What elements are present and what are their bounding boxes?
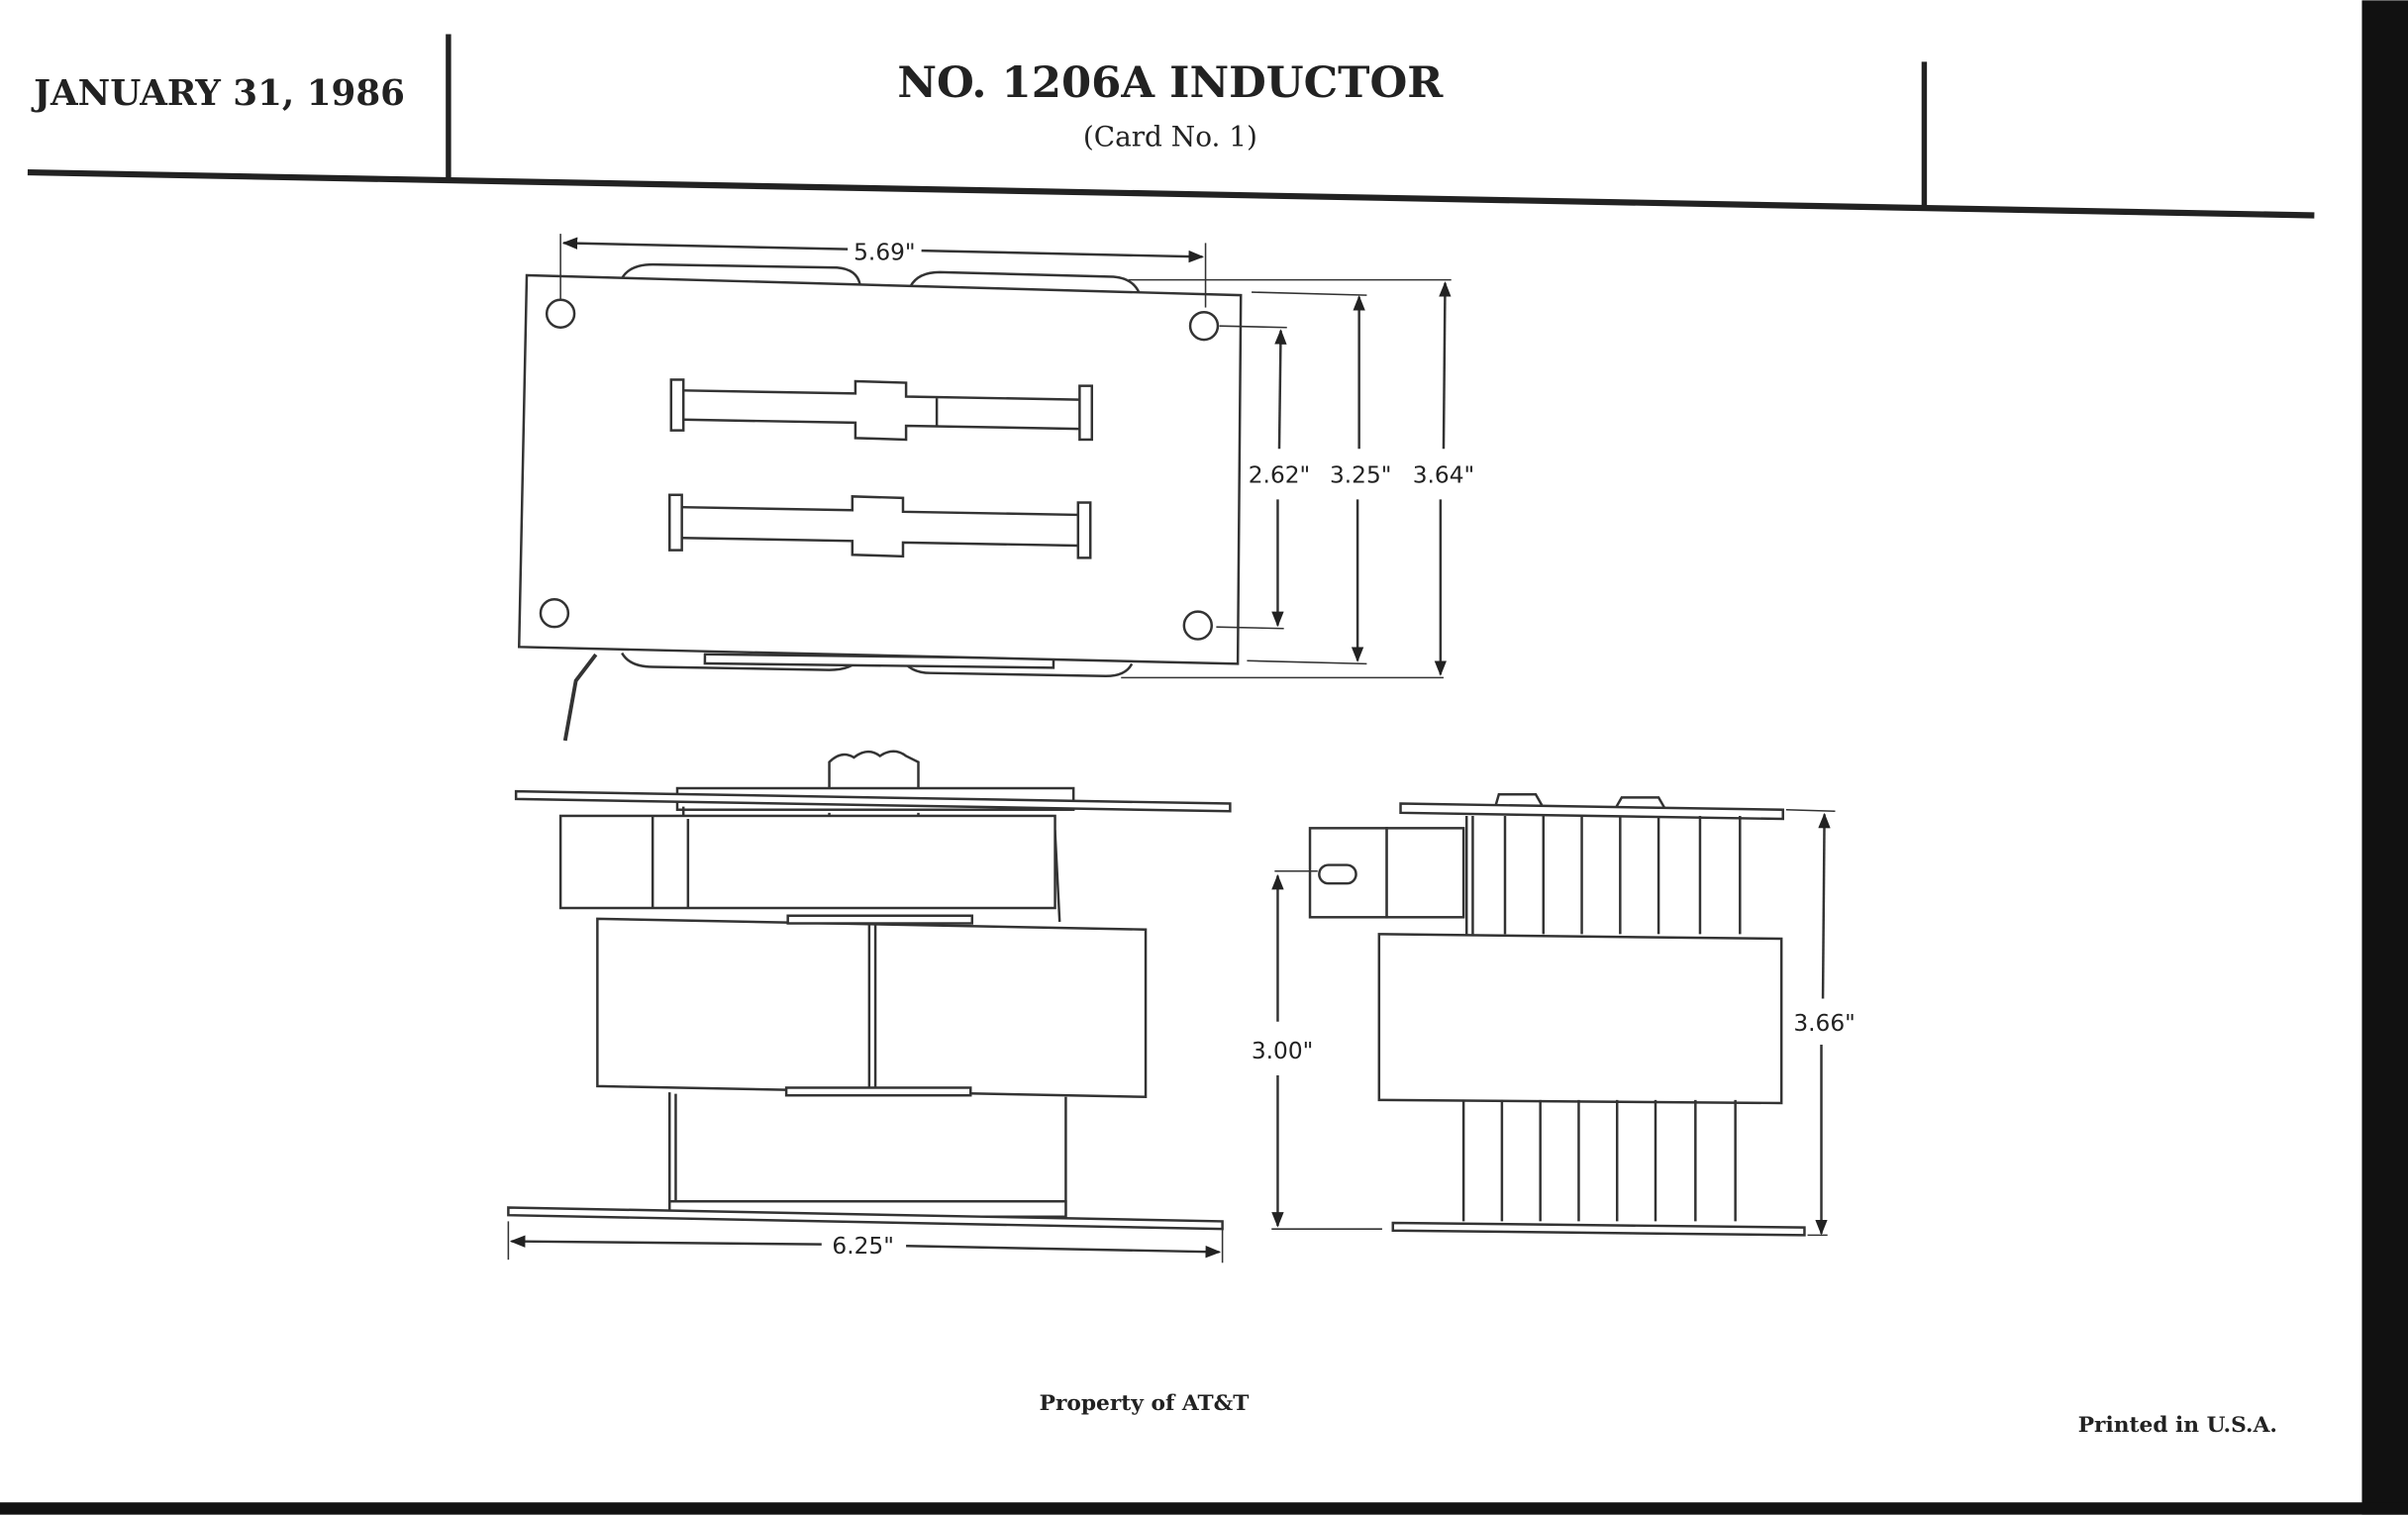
front-view-drawing: 6.25" xyxy=(507,750,1232,1263)
bottom-clamp-bar xyxy=(507,1206,1224,1231)
coil-upper xyxy=(558,814,1056,910)
scan-edge-right xyxy=(2361,0,2408,1515)
mounting-slot xyxy=(1318,863,1357,885)
ground-lead xyxy=(562,653,598,742)
mounting-hole xyxy=(539,598,570,629)
terminal-strip xyxy=(668,493,1092,559)
scan-edge-bottom xyxy=(0,1502,2408,1515)
bottom-clamp-bar xyxy=(1391,1221,1806,1237)
core xyxy=(596,917,1148,1099)
dimension-label: 3.25" xyxy=(1330,461,1391,488)
mounting-hole xyxy=(1182,610,1213,641)
mounting-hole xyxy=(1188,310,1220,342)
card-number: (Card No. 1) xyxy=(1083,121,1257,153)
header-rule xyxy=(27,168,2315,219)
header: JANUARY 31, 1986 NO. 1206A INDUCTOR (Car… xyxy=(27,34,2315,219)
top-clamp-bar xyxy=(1399,802,1784,821)
core xyxy=(1377,933,1783,1105)
page-title: NO. 1206A INDUCTOR xyxy=(897,57,1444,108)
top-view-drawing: 5.69" 2.62" 3.25" 3.64" xyxy=(517,234,1474,742)
terminal-strip xyxy=(669,378,1094,442)
side-view-drawing: 3.00" 3.66" xyxy=(1252,792,1856,1237)
dimension-label: 3.00" xyxy=(1252,1038,1313,1064)
dimension-label: 5.69" xyxy=(853,239,915,265)
printed-notice: Printed in U.S.A. xyxy=(2078,1413,2277,1438)
mounting-plate xyxy=(517,273,1243,665)
date-label: JANUARY 31, 1986 xyxy=(31,73,405,114)
top-clamp-bar xyxy=(514,789,1232,813)
dimension-label: 2.62" xyxy=(1249,461,1310,488)
dimension-label: 6.25" xyxy=(832,1233,893,1260)
dimension-label: 3.66" xyxy=(1793,1010,1855,1037)
dimension-label: 3.64" xyxy=(1413,461,1474,488)
property-notice: Property of AT&T xyxy=(1040,1391,1250,1416)
